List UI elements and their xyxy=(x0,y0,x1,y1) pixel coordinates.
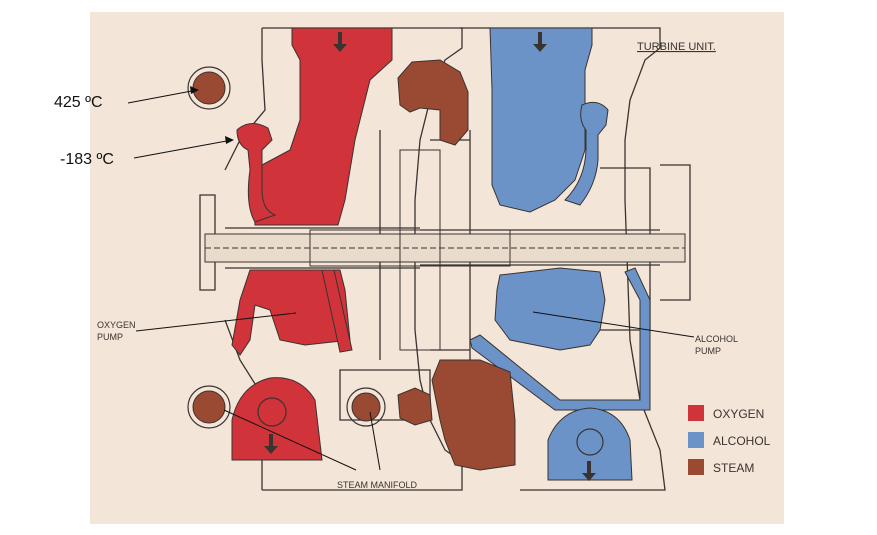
oxygen-out-arrow xyxy=(264,434,278,454)
alcohol-in-arrow xyxy=(533,32,547,52)
oxygen-pump-lower xyxy=(231,269,351,356)
alcohol-inlet xyxy=(489,27,593,213)
temperature-cold-annotation: -183 ºC xyxy=(60,151,114,168)
temperature-hot-annotation: 425 ºC xyxy=(54,94,103,111)
steam-manifold-port xyxy=(351,392,381,422)
leader-lines xyxy=(127,89,695,471)
steam-valve xyxy=(397,387,433,426)
part-labels: OXYGEN PUMP ALCOHOL PUMP STEAM MANIFOLD xyxy=(97,320,738,490)
legend-label-oxygen: OXYGEN xyxy=(713,407,764,421)
alcohol-pump-label-line1: ALCOHOL xyxy=(695,334,738,344)
port-rings xyxy=(187,66,604,456)
steam-lower-chamber xyxy=(431,359,516,471)
alcohol-out-arrow xyxy=(582,461,596,481)
leader-arrowheads xyxy=(190,86,234,144)
legend-swatch-alcohol xyxy=(688,432,704,448)
steam-top-chamber xyxy=(397,59,469,146)
oxygen-in-arrow xyxy=(333,32,347,52)
diagram-title: TURBINE UNIT. xyxy=(637,41,716,53)
oxygen-pump-label-line1: OXYGEN xyxy=(97,320,136,330)
oxygen-pipe xyxy=(321,269,353,353)
alcohol-outlet xyxy=(547,407,633,481)
main-shaft xyxy=(204,149,686,351)
legend-label-steam: STEAM xyxy=(713,461,754,475)
steam-port-bottom-left xyxy=(192,390,226,424)
alcohol-volute-top xyxy=(564,101,609,206)
alcohol-pump-lower xyxy=(494,267,606,351)
flow-arrows xyxy=(264,32,596,481)
legend-swatch-oxygen xyxy=(688,405,704,421)
oxygen-pump-label-line2: PUMP xyxy=(97,332,123,342)
legend: OXYGEN ALCOHOL STEAM xyxy=(688,405,771,475)
legend-label-alcohol: ALCOHOL xyxy=(713,434,771,448)
oxygen-inlet xyxy=(251,27,393,226)
legend-swatch-steam xyxy=(688,459,704,475)
alcohol-pipe xyxy=(469,267,651,411)
steam-port-top-left xyxy=(192,71,226,105)
alcohol-regions xyxy=(469,27,651,481)
steam-manifold-label: STEAM MANIFOLD xyxy=(337,480,418,490)
steam-regions xyxy=(192,59,516,471)
oxygen-volute-top xyxy=(236,123,277,223)
oxygen-outlet xyxy=(231,377,323,461)
alcohol-pump-label-line2: PUMP xyxy=(695,346,721,356)
oxygen-regions xyxy=(231,27,393,461)
